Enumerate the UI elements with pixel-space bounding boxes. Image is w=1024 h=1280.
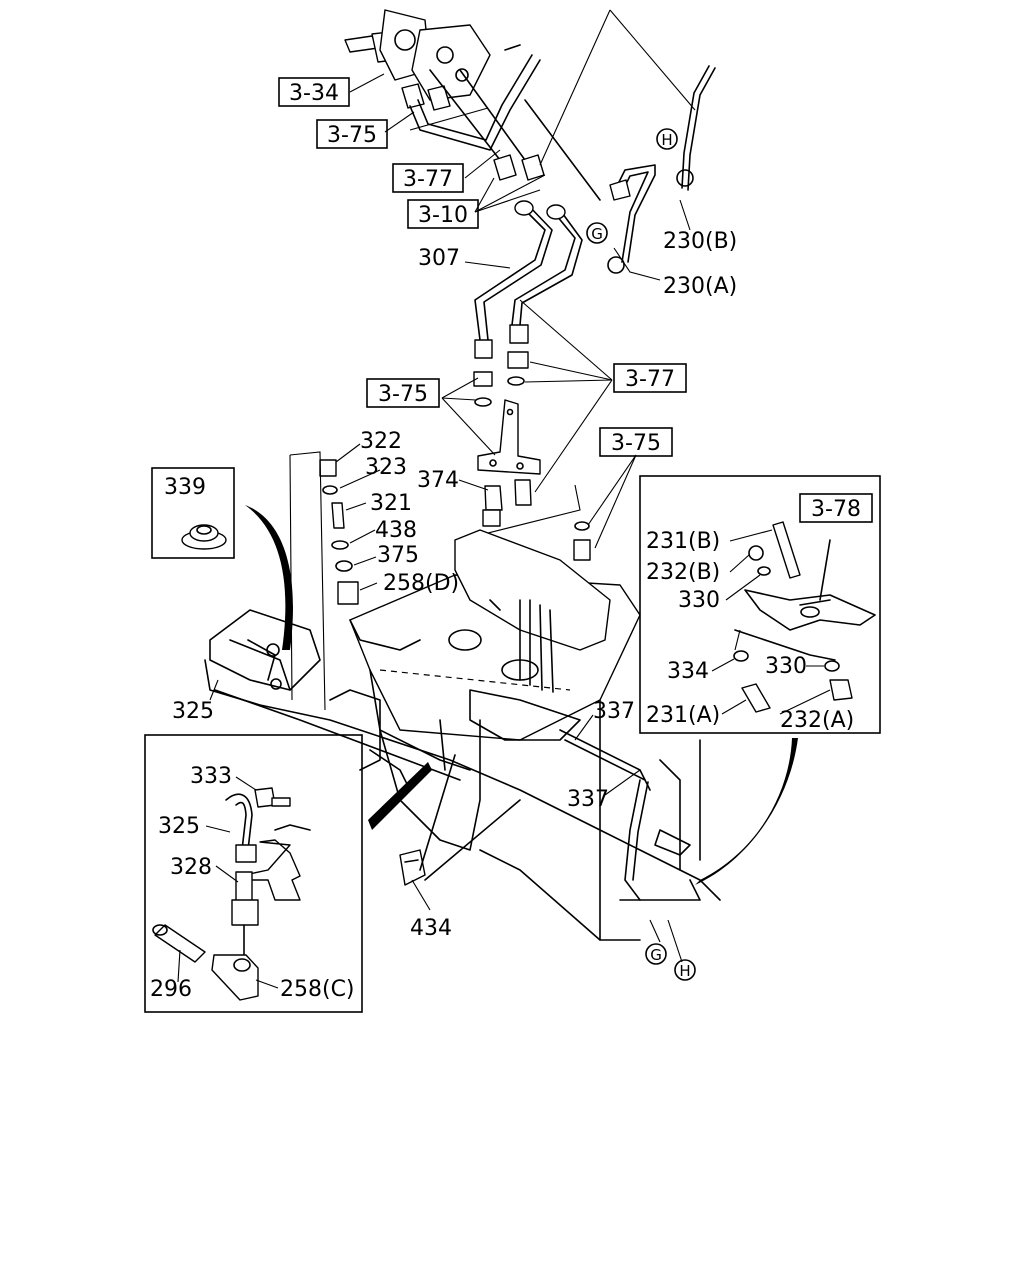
marker-h-bottom-label: H [679, 962, 690, 980]
leak-off-pipe-drawing [607, 65, 716, 274]
part-label-337-lower: 337 [567, 787, 609, 812]
ref-label-3-77-mid: 3-77 [625, 367, 675, 392]
ref-box-3-75-top [316, 119, 388, 149]
injection-pump-drawing [344, 9, 601, 201]
marker-g-bottom [645, 943, 667, 965]
marker-h-top [656, 128, 678, 150]
marker-h-bottom [674, 959, 696, 981]
part-label-333: 333 [190, 764, 232, 789]
marker-g-bottom-label: G [650, 946, 662, 964]
part-label-321: 321 [370, 491, 412, 516]
part-label-325-main: 325 [172, 699, 214, 724]
injection-pipes-drawing [473, 154, 583, 407]
part-label-230a: 230(A) [663, 274, 737, 299]
inset-detail [144, 734, 363, 1013]
ref-box-3-77-top [392, 163, 464, 193]
marker-g-top-label: G [591, 225, 603, 243]
part-label-434: 434 [410, 916, 452, 941]
inset-339 [151, 467, 235, 559]
ref-label-3-34: 3-34 [289, 81, 339, 106]
part-label-438: 438 [375, 518, 417, 543]
part-label-258c: 258(C) [280, 977, 355, 1002]
callout-arc-378 [695, 738, 798, 885]
marker-g-top [586, 222, 608, 244]
part-label-330-top: 330 [678, 588, 720, 613]
part-label-339: 339 [164, 475, 206, 500]
tank-frame-drawing [204, 609, 721, 901]
callout-arc-detail [368, 762, 432, 830]
ref-label-3-77-top: 3-77 [403, 167, 453, 192]
part-label-374: 374 [417, 468, 459, 493]
part-label-375: 375 [377, 543, 419, 568]
ref-box-3-75-mid [366, 378, 440, 408]
part-label-334: 334 [667, 659, 709, 684]
fitting-stack-drawing [319, 459, 591, 605]
part-label-323: 323 [365, 455, 407, 480]
part-label-232b: 232(B) [646, 560, 720, 585]
part-label-231a: 231(A) [646, 703, 720, 728]
part-label-328: 328 [170, 855, 212, 880]
part-label-322: 322 [360, 429, 402, 454]
ref-label-3-75-right: 3-75 [611, 431, 661, 456]
callout-arc-339 [245, 505, 293, 650]
ref-box-3-75-right [599, 427, 673, 457]
clip-434-drawing [399, 754, 521, 886]
ref-label-3-75-top: 3-75 [327, 123, 377, 148]
part-label-296: 296 [150, 977, 192, 1002]
bracket-drawing [477, 399, 541, 527]
ref-box-3-77-mid [613, 363, 687, 393]
part-label-330-bottom: 330 [765, 654, 807, 679]
part-label-258d: 258(D) [383, 571, 459, 596]
inset-3-78 [639, 475, 881, 734]
part-label-307: 307 [418, 246, 460, 271]
part-label-231b: 231(B) [646, 529, 720, 554]
ref-box-3-78 [799, 493, 873, 523]
part-label-325-detail: 325 [158, 814, 200, 839]
ref-box-3-10 [407, 199, 479, 229]
part-label-232a: 232(A) [780, 708, 854, 733]
part-label-230b: 230(B) [663, 229, 737, 254]
leader-lines [177, 9, 831, 989]
ref-label-3-78: 3-78 [811, 497, 861, 522]
ref-box-3-34 [278, 77, 350, 107]
ref-label-3-10: 3-10 [418, 203, 468, 228]
part-label-337-upper: 337 [593, 699, 635, 724]
ref-label-3-75-mid: 3-75 [378, 382, 428, 407]
marker-h-top-label: H [661, 131, 672, 149]
